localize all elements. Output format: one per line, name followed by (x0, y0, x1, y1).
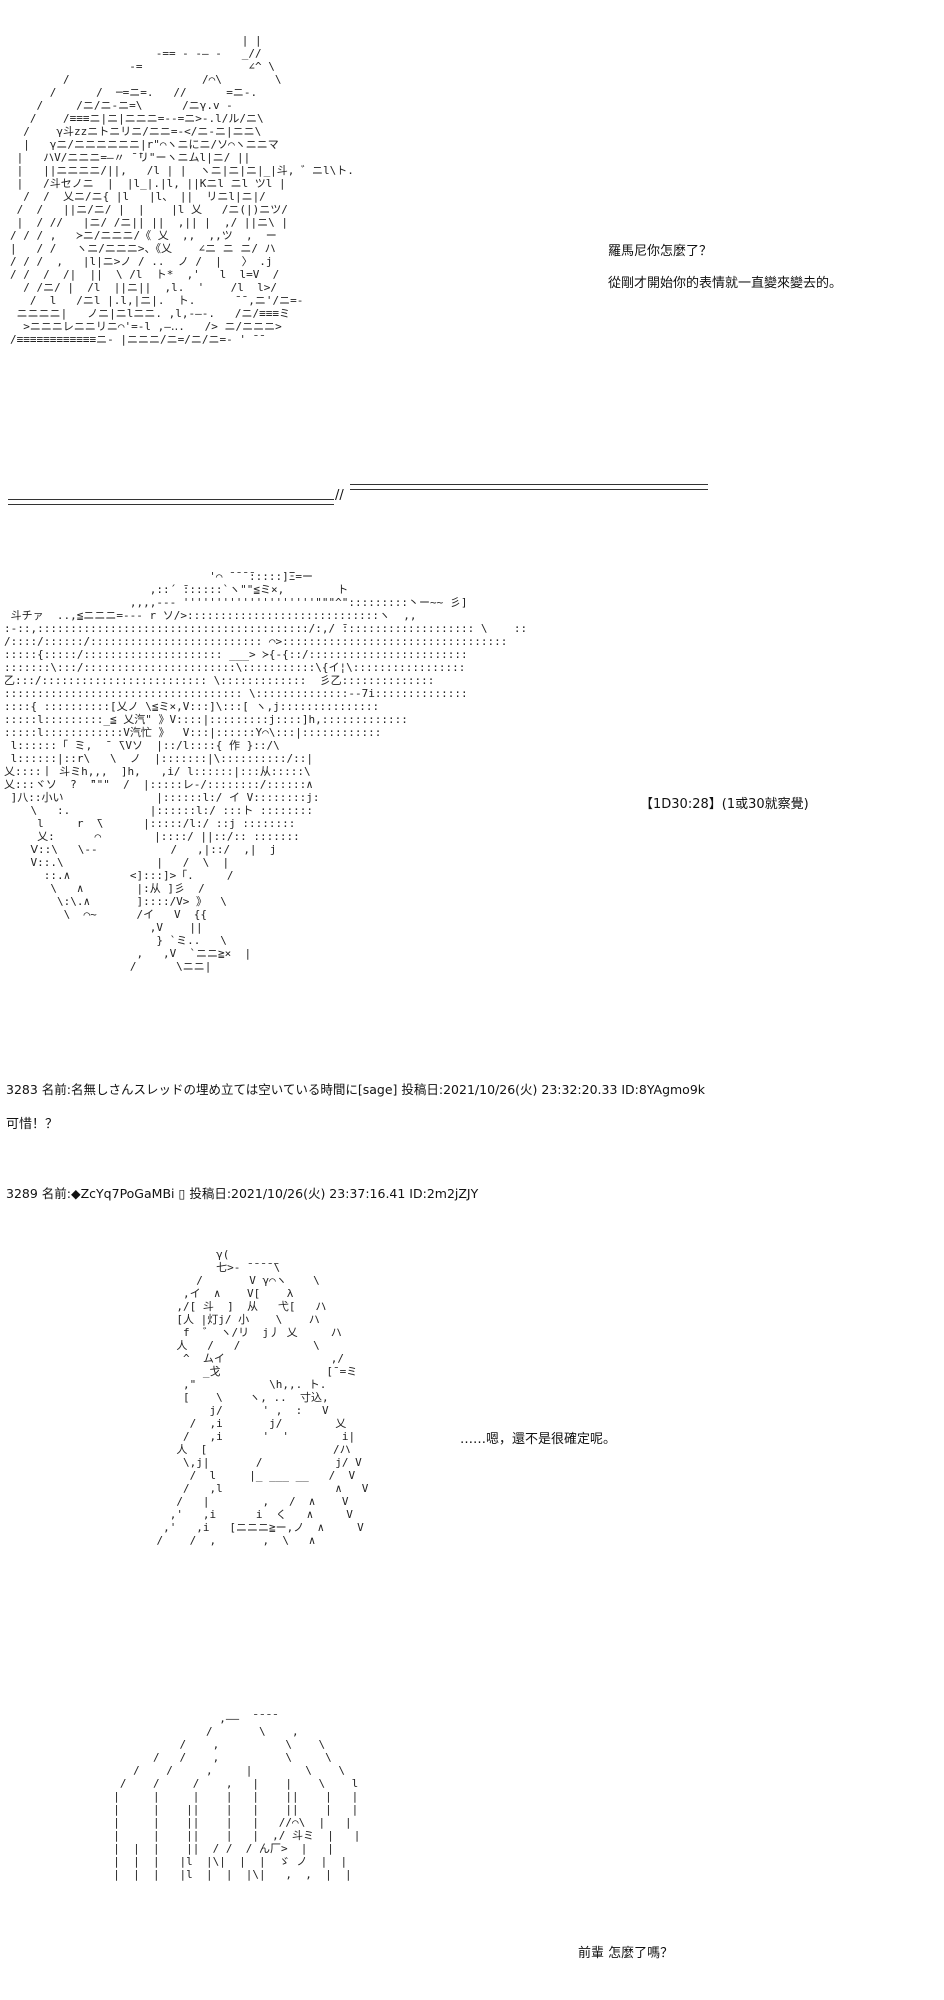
separator-line-left-lower (8, 504, 334, 505)
ascii-art-panel-4: ,—— ̄ ̄ ̄ ̄ / \ , / , \ \ / / , \ \ / / … (113, 1712, 361, 1881)
dialogue-line-4: 前輩 怎麼了嗎？ (578, 1946, 674, 1961)
ascii-art-panel-2: '⌒ ̄ ̄ ̄ ̄:::::]Ξ=ー ,::´ ̄::::::`ヽ""≦ミ×,… (4, 570, 528, 973)
dice-roll-tag: 【1D30:28】(1或30就察覺) (640, 797, 809, 812)
separator-line-left-upper (8, 499, 334, 500)
dialogue-line-2: 從剛才開始你的表情就一直變來變去的。 (608, 276, 843, 291)
ascii-art-panel-1: | | -== - -— - _// -= ∠^ \ / /⌒\ \ / / ─… (10, 34, 354, 346)
post-body-3283: 可惜！？ (6, 1117, 59, 1132)
ascii-art-panel-3: γ( 七>- ̄ ̄ ̄ ̄ ̄\ / V γ⌒ヽ \ ,イ ∧ V[ λ ,/… (156, 1248, 369, 1547)
separator-line-right-upper (350, 484, 708, 485)
dialogue-line-1: 羅馬尼你怎麼了？ (608, 244, 713, 259)
dialogue-line-3: ……嗯，還不是很確定呢。 (460, 1432, 617, 1447)
post-header-3289: 3289 名前:◆ZcYq7PoGaMBi ▯ 投稿日:2021/10/26(火… (6, 1186, 479, 1201)
post-header-3283: 3283 名前:名無しさんスレッドの埋め立ては空いている時間に[sage] 投稿… (6, 1082, 706, 1097)
separator-mark: // (335, 488, 344, 503)
separator-line-right-lower (350, 489, 708, 490)
